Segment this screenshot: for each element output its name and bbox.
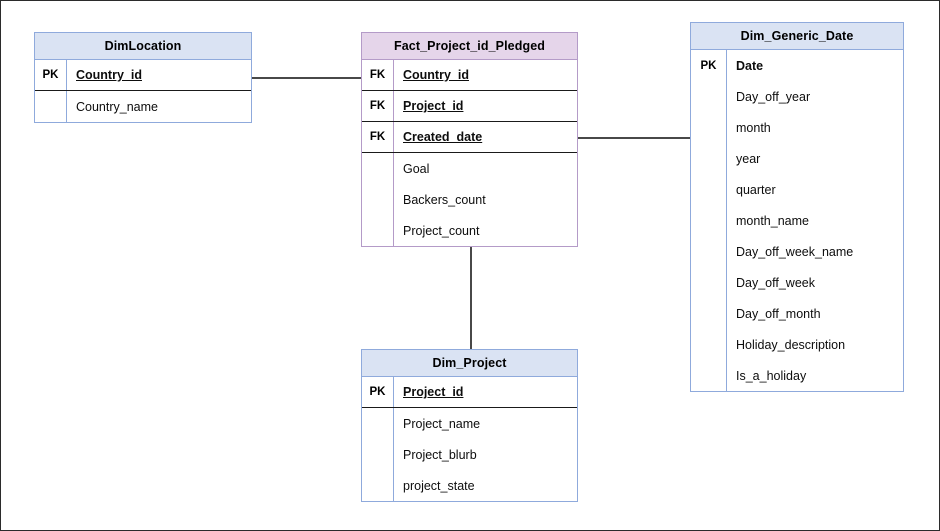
attribute-list-fact-project-id-pledged: FK Country_id FK Project_id FK Created_d… (362, 60, 577, 246)
attribute-key-flag: FK (362, 122, 394, 152)
attribute-name: project_state (403, 478, 475, 493)
attribute-name: Holiday_description (736, 337, 846, 352)
attribute-key-flag (362, 153, 394, 184)
attribute-row[interactable]: month (691, 112, 903, 143)
attribute-key-flag (691, 174, 727, 205)
attribute-key-flag: FK (362, 60, 394, 90)
attribute-name: month_name (736, 213, 809, 228)
attribute-row[interactable]: PK Date (691, 50, 903, 81)
attribute-name: Country_id (76, 68, 142, 82)
attribute-key-flag (362, 215, 394, 246)
relationship-line-location-to-fact (251, 77, 361, 79)
relationship-line-fact-to-project (470, 246, 472, 350)
attribute-key-flag: PK (35, 60, 67, 90)
attribute-row[interactable]: FK Country_id (362, 60, 577, 91)
attribute-row[interactable]: month_name (691, 205, 903, 236)
attribute-row[interactable]: PK Country_id (35, 60, 251, 91)
entity-fact-project-id-pledged[interactable]: Fact_Project_id_Pledged FK Country_id FK… (361, 32, 578, 247)
attribute-key-flag (691, 112, 727, 143)
attribute-list-dim-generic-date: PK Date Day_off_year month year quarter (691, 50, 903, 391)
attribute-name: Date (736, 58, 764, 73)
attribute-key-flag (691, 329, 727, 360)
attribute-name: Country_name (76, 99, 158, 114)
entity-title-dim-project: Dim_Project (362, 350, 577, 377)
attribute-row[interactable]: Project_count (362, 215, 577, 246)
attribute-row[interactable]: quarter (691, 174, 903, 205)
relationship-line-fact-to-date (578, 137, 691, 139)
attribute-row[interactable]: Project_blurb (362, 439, 577, 470)
attribute-key-flag (691, 143, 727, 174)
attribute-name: Day_off_week_name (736, 244, 854, 259)
attribute-name: Project_count (403, 223, 480, 238)
attribute-key-flag (35, 91, 67, 122)
attribute-key-flag: FK (362, 91, 394, 121)
attribute-key-flag (691, 205, 727, 236)
attribute-list-dim-location: PK Country_id Country_name (35, 60, 251, 122)
attribute-row[interactable]: Country_name (35, 91, 251, 122)
attribute-key-flag (362, 470, 394, 501)
attribute-row[interactable]: Backers_count (362, 184, 577, 215)
attribute-name: Goal (403, 161, 430, 176)
attribute-name: Created_date (403, 130, 483, 144)
attribute-row[interactable]: Holiday_description (691, 329, 903, 360)
attribute-row[interactable]: project_state (362, 470, 577, 501)
attribute-key-flag (691, 236, 727, 267)
attribute-key-flag (691, 267, 727, 298)
attribute-name: month (736, 120, 771, 135)
entity-dim-project[interactable]: Dim_Project PK Project_id Project_name P… (361, 349, 578, 502)
attribute-name: Day_off_month (736, 306, 821, 321)
entity-title-dim-generic-date: Dim_Generic_Date (691, 23, 903, 50)
attribute-name: Day_off_year (736, 89, 811, 104)
attribute-name: Day_off_week (736, 275, 815, 290)
entity-title-fact-project-id-pledged: Fact_Project_id_Pledged (362, 33, 577, 60)
attribute-name: year (736, 151, 761, 166)
attribute-name: Is_a_holiday (736, 368, 807, 383)
attribute-key-flag: PK (691, 50, 727, 81)
attribute-list-dim-project: PK Project_id Project_name Project_blurb… (362, 377, 577, 501)
attribute-name: Project_id (403, 99, 464, 113)
attribute-key-flag (691, 298, 727, 329)
attribute-row[interactable]: PK Project_id (362, 377, 577, 408)
attribute-row[interactable]: Day_off_year (691, 81, 903, 112)
attribute-key-flag: PK (362, 377, 394, 407)
attribute-key-flag (362, 439, 394, 470)
attribute-row[interactable]: Project_name (362, 408, 577, 439)
attribute-row[interactable]: FK Project_id (362, 91, 577, 122)
attribute-key-flag (362, 408, 394, 439)
attribute-name: Backers_count (403, 192, 486, 207)
attribute-key-flag (362, 184, 394, 215)
attribute-name: Project_blurb (403, 447, 477, 462)
entity-dim-location[interactable]: DimLocation PK Country_id Country_name (34, 32, 252, 123)
attribute-name: Project_name (403, 416, 481, 431)
attribute-row[interactable]: Goal (362, 153, 577, 184)
entity-title-dim-location: DimLocation (35, 33, 251, 60)
attribute-key-flag (691, 360, 727, 391)
attribute-row[interactable]: FK Created_date (362, 122, 577, 153)
attribute-name: quarter (736, 182, 776, 197)
attribute-row[interactable]: Day_off_week_name (691, 236, 903, 267)
attribute-name: Project_id (403, 385, 464, 399)
attribute-row[interactable]: year (691, 143, 903, 174)
entity-dim-generic-date[interactable]: Dim_Generic_Date PK Date Day_off_year mo… (690, 22, 904, 392)
attribute-row[interactable]: Is_a_holiday (691, 360, 903, 391)
attribute-row[interactable]: Day_off_week (691, 267, 903, 298)
attribute-name: Country_id (403, 68, 469, 82)
attribute-row[interactable]: Day_off_month (691, 298, 903, 329)
attribute-key-flag (691, 81, 727, 112)
